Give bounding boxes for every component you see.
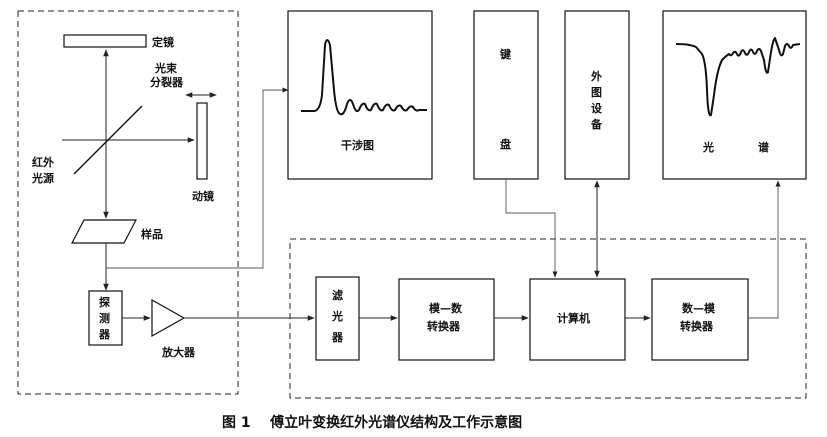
peripheral-label-3: 设 — [591, 101, 603, 115]
computer-box — [529, 278, 626, 361]
da-converter-label-line1: 数—模 — [682, 301, 716, 315]
wire-keyboard-to-computer — [505, 179, 558, 278]
beam-splitter-label-line2: 分裂器 — [150, 75, 184, 89]
peripheral-label-1: 外 — [590, 69, 602, 83]
beam-splitter — [73, 105, 143, 175]
interferogram-box — [287, 10, 433, 180]
interferogram-signal-line — [106, 87, 289, 269]
filter-label-1: 滤 — [332, 288, 343, 302]
da-converter-label-line2: 转换器 — [680, 319, 714, 333]
sample-label: 样品 — [141, 227, 163, 241]
beam-splitter-label-line1: 光束 — [154, 61, 178, 75]
spectrum-box — [662, 10, 807, 180]
peripheral-label-4: 备 — [590, 117, 603, 131]
filter-label-2: 光 — [331, 309, 343, 323]
amplifier-label: 放大器 — [161, 345, 196, 359]
da-converter-box — [651, 278, 749, 361]
wire-dac-to-spectrum — [748, 180, 781, 319]
moving-mirror-label: 动镜 — [192, 189, 214, 203]
figure-caption: 图 1 傅立叶变换红外光谱仪结构及工作示意图 — [222, 414, 522, 431]
ad-converter-label-line1: 模—数 — [429, 301, 463, 315]
fixed-mirror-label: 定镜 — [152, 35, 174, 49]
ir-source-label-line2: 光源 — [31, 171, 54, 185]
ir-source-label-line1: 红外 — [32, 155, 54, 169]
keyboard-label-1: 键 — [499, 47, 512, 61]
sample — [71, 219, 137, 244]
detector-label-3: 器 — [98, 328, 111, 341]
moving-mirror — [196, 102, 208, 180]
keyboard-label-2: 盘 — [500, 137, 511, 151]
interferogram-trace — [301, 39, 427, 116]
spectrum-trace — [675, 37, 801, 117]
fixed-mirror — [63, 34, 147, 48]
filter-label-3: 器 — [331, 331, 344, 344]
peripheral-box — [564, 10, 630, 180]
interferogram-label: 干涉图 — [341, 138, 374, 152]
ad-converter-box — [398, 278, 495, 361]
detector-label-1: 探 — [99, 295, 111, 309]
optics-bench-dashed-region — [17, 10, 239, 395]
detector-label-2: 测 — [99, 311, 110, 325]
ad-converter-label-line2: 转换器 — [427, 319, 461, 333]
spectrum-label-1: 光 — [702, 140, 714, 154]
computer-label: 计算机 — [557, 311, 590, 325]
peripheral-label-2: 图 — [591, 86, 602, 99]
filter-box — [315, 276, 360, 361]
amplifier — [151, 298, 186, 338]
keyboard-box — [473, 10, 539, 180]
spectrum-label-2: 谱 — [758, 140, 769, 154]
